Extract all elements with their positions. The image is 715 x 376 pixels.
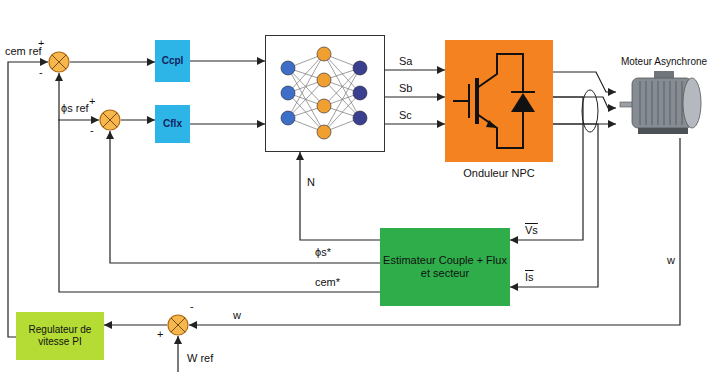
motor-label: Moteur Asynchrone bbox=[616, 56, 712, 68]
neuron bbox=[317, 125, 331, 139]
motor-fin bbox=[658, 81, 659, 125]
neuron bbox=[317, 73, 331, 87]
box-label: Estimateur Couple + Flux et secteur bbox=[383, 254, 507, 280]
signal-connector bbox=[8, 62, 48, 337]
summing-circle bbox=[48, 51, 70, 73]
signal-connector bbox=[385, 69, 445, 70]
sign-label: - bbox=[39, 67, 43, 78]
signal-label: W ref bbox=[186, 352, 214, 365]
neural-network-box bbox=[265, 35, 385, 152]
input-wire bbox=[177, 336, 178, 372]
controller-box: Ccpl bbox=[155, 40, 190, 82]
neuron bbox=[317, 47, 331, 61]
motor-fin bbox=[670, 81, 671, 125]
neuron bbox=[281, 61, 295, 75]
motor-fin bbox=[652, 81, 653, 125]
signal-connector bbox=[104, 324, 167, 325]
sign-label: - bbox=[90, 125, 94, 136]
signal-connector bbox=[385, 96, 445, 97]
motor-fin bbox=[646, 81, 647, 125]
summing-junction: -+ bbox=[167, 314, 189, 336]
motor-fin bbox=[676, 81, 677, 125]
summing-circle bbox=[99, 109, 121, 131]
signal-connector bbox=[553, 97, 616, 108]
measure-ellipse bbox=[582, 90, 598, 132]
neuron bbox=[353, 86, 367, 100]
signal-label: ϕs* bbox=[314, 246, 332, 259]
signal-label: Sa bbox=[398, 55, 413, 68]
sign-label: + bbox=[89, 96, 95, 107]
sign-label: + bbox=[157, 329, 163, 340]
controller-box: Cflx bbox=[155, 105, 190, 143]
motor-fin bbox=[664, 81, 665, 125]
neuron bbox=[317, 99, 331, 113]
signal-connector bbox=[189, 138, 680, 325]
summing-circle bbox=[100, 110, 120, 130]
summing-cross bbox=[103, 113, 117, 127]
signal-label: cem* bbox=[314, 276, 341, 289]
box-label: Ccpl bbox=[162, 55, 184, 67]
signal-label: w bbox=[666, 254, 676, 267]
input-wire bbox=[58, 119, 99, 120]
neuron bbox=[353, 61, 367, 75]
motor-fin bbox=[682, 81, 683, 125]
summing-junction: +- bbox=[48, 51, 70, 73]
nn-link bbox=[324, 93, 360, 132]
sign-label: - bbox=[190, 301, 194, 312]
signal-label: Vs bbox=[524, 224, 539, 237]
igbt-symbol bbox=[445, 40, 553, 162]
summing-cross bbox=[52, 55, 66, 69]
signal-connector bbox=[190, 60, 265, 61]
signal-connector bbox=[553, 72, 616, 92]
motor: Moteur Asynchrone bbox=[616, 56, 712, 138]
summing-circle bbox=[49, 52, 69, 72]
signal-connector bbox=[70, 61, 155, 62]
inverter-label: Onduleur NPC bbox=[435, 167, 563, 179]
box-label: Regulateur de vitesse PI bbox=[19, 324, 101, 348]
signal-label: Sc bbox=[398, 109, 413, 122]
regulator-box: Regulateur de vitesse PI bbox=[16, 312, 104, 360]
summing-circle bbox=[168, 315, 188, 335]
estimator-box: Estimateur Couple + Flux et secteur bbox=[380, 228, 510, 306]
neuron bbox=[281, 111, 295, 125]
signal-connector bbox=[190, 123, 265, 124]
signal-label: cem ref bbox=[4, 45, 43, 58]
signal-label: ϕs ref bbox=[60, 102, 90, 115]
signal-label: w bbox=[232, 309, 242, 322]
summing-junction: +- bbox=[99, 109, 121, 131]
neuron bbox=[353, 111, 367, 125]
signal-label: N bbox=[306, 176, 316, 189]
motor-picture bbox=[616, 56, 712, 138]
summing-cross bbox=[171, 318, 185, 332]
box-label: Cflx bbox=[163, 118, 182, 130]
neuron bbox=[281, 86, 295, 100]
signal-connector bbox=[300, 152, 380, 240]
signal-label: Sb bbox=[398, 82, 413, 95]
nn-link bbox=[288, 54, 324, 93]
signal-connector bbox=[385, 123, 445, 124]
inverter-box: Onduleur NPC bbox=[445, 40, 553, 162]
signal-connector bbox=[121, 119, 155, 120]
summing-circle bbox=[167, 314, 189, 336]
neural-network bbox=[266, 36, 384, 151]
motor-fin bbox=[640, 81, 641, 125]
signal-label: Is bbox=[524, 271, 535, 284]
nn-link bbox=[288, 80, 324, 118]
